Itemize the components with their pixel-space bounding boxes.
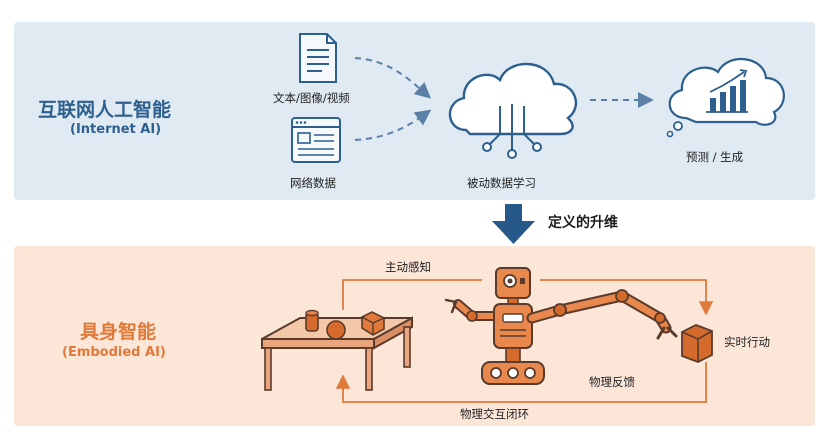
cloud-label: 被动数据学习 (467, 176, 536, 190)
action-label: 实时行动 (724, 335, 770, 349)
doc-label: 文本/图像/视频 (273, 91, 350, 105)
robot-icon (444, 267, 545, 385)
output-label: 预测 / 生成 (686, 150, 744, 164)
transition-label: 定义的升维 (548, 215, 618, 231)
perception-label: 主动感知 (385, 260, 431, 274)
embodied-ai-subtitle: (Embodied AI) (62, 345, 166, 360)
action-line (540, 279, 714, 316)
web-to-cloud-arrow (354, 109, 432, 141)
cloud-network-icon (448, 62, 578, 159)
web-label: 网络数据 (290, 176, 336, 190)
document-icon (299, 33, 337, 83)
thought-chart-icon (666, 57, 785, 138)
embodied-ai-title: 具身智能 (80, 321, 157, 343)
robot-arm-icon (526, 289, 678, 340)
internet-ai-subtitle: (Internet AI) (70, 122, 162, 137)
feedback-label: 物理反馈 (589, 375, 635, 389)
internet-ai-title: 互联网人工智能 (38, 99, 172, 121)
loop-label: 物理交互闭环 (460, 407, 529, 421)
transition-arrow (492, 204, 535, 244)
box-icon (681, 324, 713, 363)
doc-to-cloud-arrow (354, 57, 431, 99)
webpage-icon (291, 117, 341, 163)
table-icon (261, 309, 413, 391)
perception-line (342, 279, 482, 310)
feedback-loop-line (335, 362, 707, 403)
